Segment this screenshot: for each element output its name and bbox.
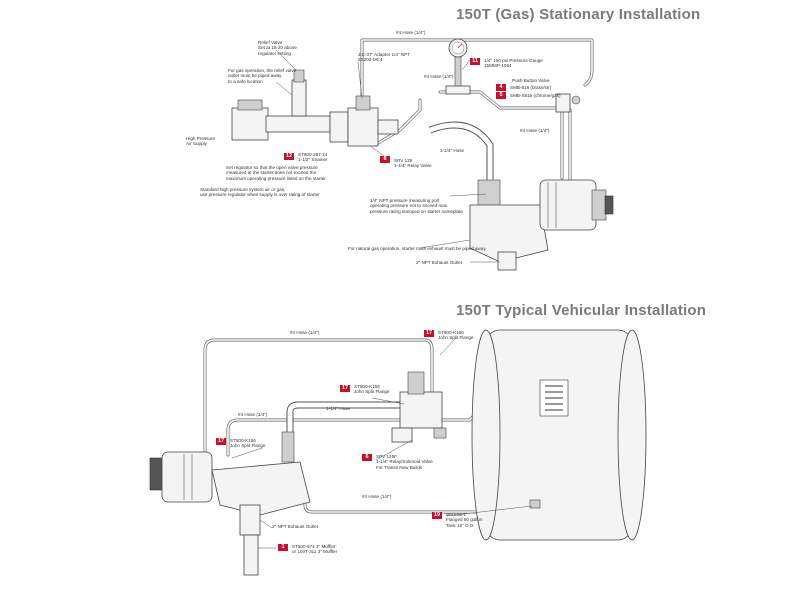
push-part-1: SMB-816 (brass/str) [510, 85, 552, 90]
bottom-hose-114-label: 1-1/4" Hose [326, 406, 351, 411]
mid-hose-label: #4 Hose (1/4") [424, 74, 454, 79]
top-section-title: 150T (Gas) Stationary Installation [456, 6, 701, 23]
badge-8: 8 [380, 156, 390, 163]
standard-note: Standard high pressure system air or gas… [200, 187, 320, 198]
badge-17-right: 17 [424, 330, 435, 337]
muffler-icon [243, 534, 259, 576]
relay-valve-label: SRV 125 1-1/4" Relay Valve [394, 158, 432, 169]
air-tank-icon [471, 329, 647, 541]
right-hose-label: #4 Hose (1/4") [520, 128, 550, 133]
badge-17-left: 17 [216, 438, 227, 445]
push-button-valve-icon [555, 93, 571, 113]
solenoid-label: SPV 125F 1-1/4" Relay/Solenoid Valve For… [376, 454, 433, 470]
gauge-label: 1/4" 150 psi Pressure Gauge 15MMP-1064 [484, 58, 543, 69]
flange-right-label: ST500-K166 John Split Flange [438, 330, 474, 341]
relief-valve-label: Relief Valve Set at 15-20 above regulato… [258, 40, 297, 56]
strainer-label: ST800-267-24 1-1/2" Strainer [298, 152, 328, 163]
push-button-label: Push Button Valve [512, 78, 550, 83]
badge-5: 5 [496, 92, 506, 99]
badge-6: 6 [362, 454, 372, 461]
push-part-2: SMB-S816 (chrome/gas) [510, 93, 561, 98]
top-exhaust-label: 2" NPT Exhaust Outlet [416, 260, 462, 265]
flange-mid-label: ST500-K166 John Split Flange [354, 384, 390, 395]
vehicular-starter-icon [149, 431, 311, 576]
badge-17-mid: 17 [340, 385, 351, 392]
starter-motor-icon [469, 179, 614, 271]
hose-114-label: 1-1/4" Hose [440, 148, 465, 153]
top-hose-label: #4 Hose (1/4") [396, 30, 426, 35]
badge-4: 4 [496, 84, 506, 91]
bottom-section-title: 150T Typical Vehicular Installation [456, 302, 707, 319]
port-label: 1/4" NPT pressure measuring port operati… [370, 198, 463, 214]
badge-11: 11 [470, 58, 480, 65]
flange-left-label: ST500-K166 John Split Flange [230, 438, 266, 449]
adapter-label: JIC-37" Adapter 1/4" NPT 2S200-MC4 [358, 52, 411, 63]
hp-air-label: High Pressure Air Supply [186, 136, 216, 147]
bottom-top-hose-label: #4 Hose (1/4") [290, 330, 320, 335]
bottom-exhaust-label: 2" NPT Exhaust Outlet [272, 524, 318, 529]
badge-12: 12 [284, 153, 295, 160]
natural-gas-note: For natural gas operation, starter main … [348, 246, 487, 251]
bottom-left-hose-label: #4 Hose (1/4") [238, 412, 268, 417]
gas-note-label: For gas operation, the relief valve outl… [228, 68, 297, 84]
solenoid-valve-icon [391, 371, 447, 443]
badge-19: 19 [432, 512, 443, 519]
regulator-note: Set regulator so that the open valve pre… [226, 165, 327, 181]
bottom-hose-label: #4 Hose (1/4") [362, 494, 392, 499]
tank-label: WRS16-1 Flanged 60 gallon Tank 16" O.D. [446, 512, 483, 528]
badge-1: 1 [278, 544, 288, 551]
muffler-label: ST500-674 2" Muffler or 100T-311 3" Muff… [292, 544, 338, 555]
